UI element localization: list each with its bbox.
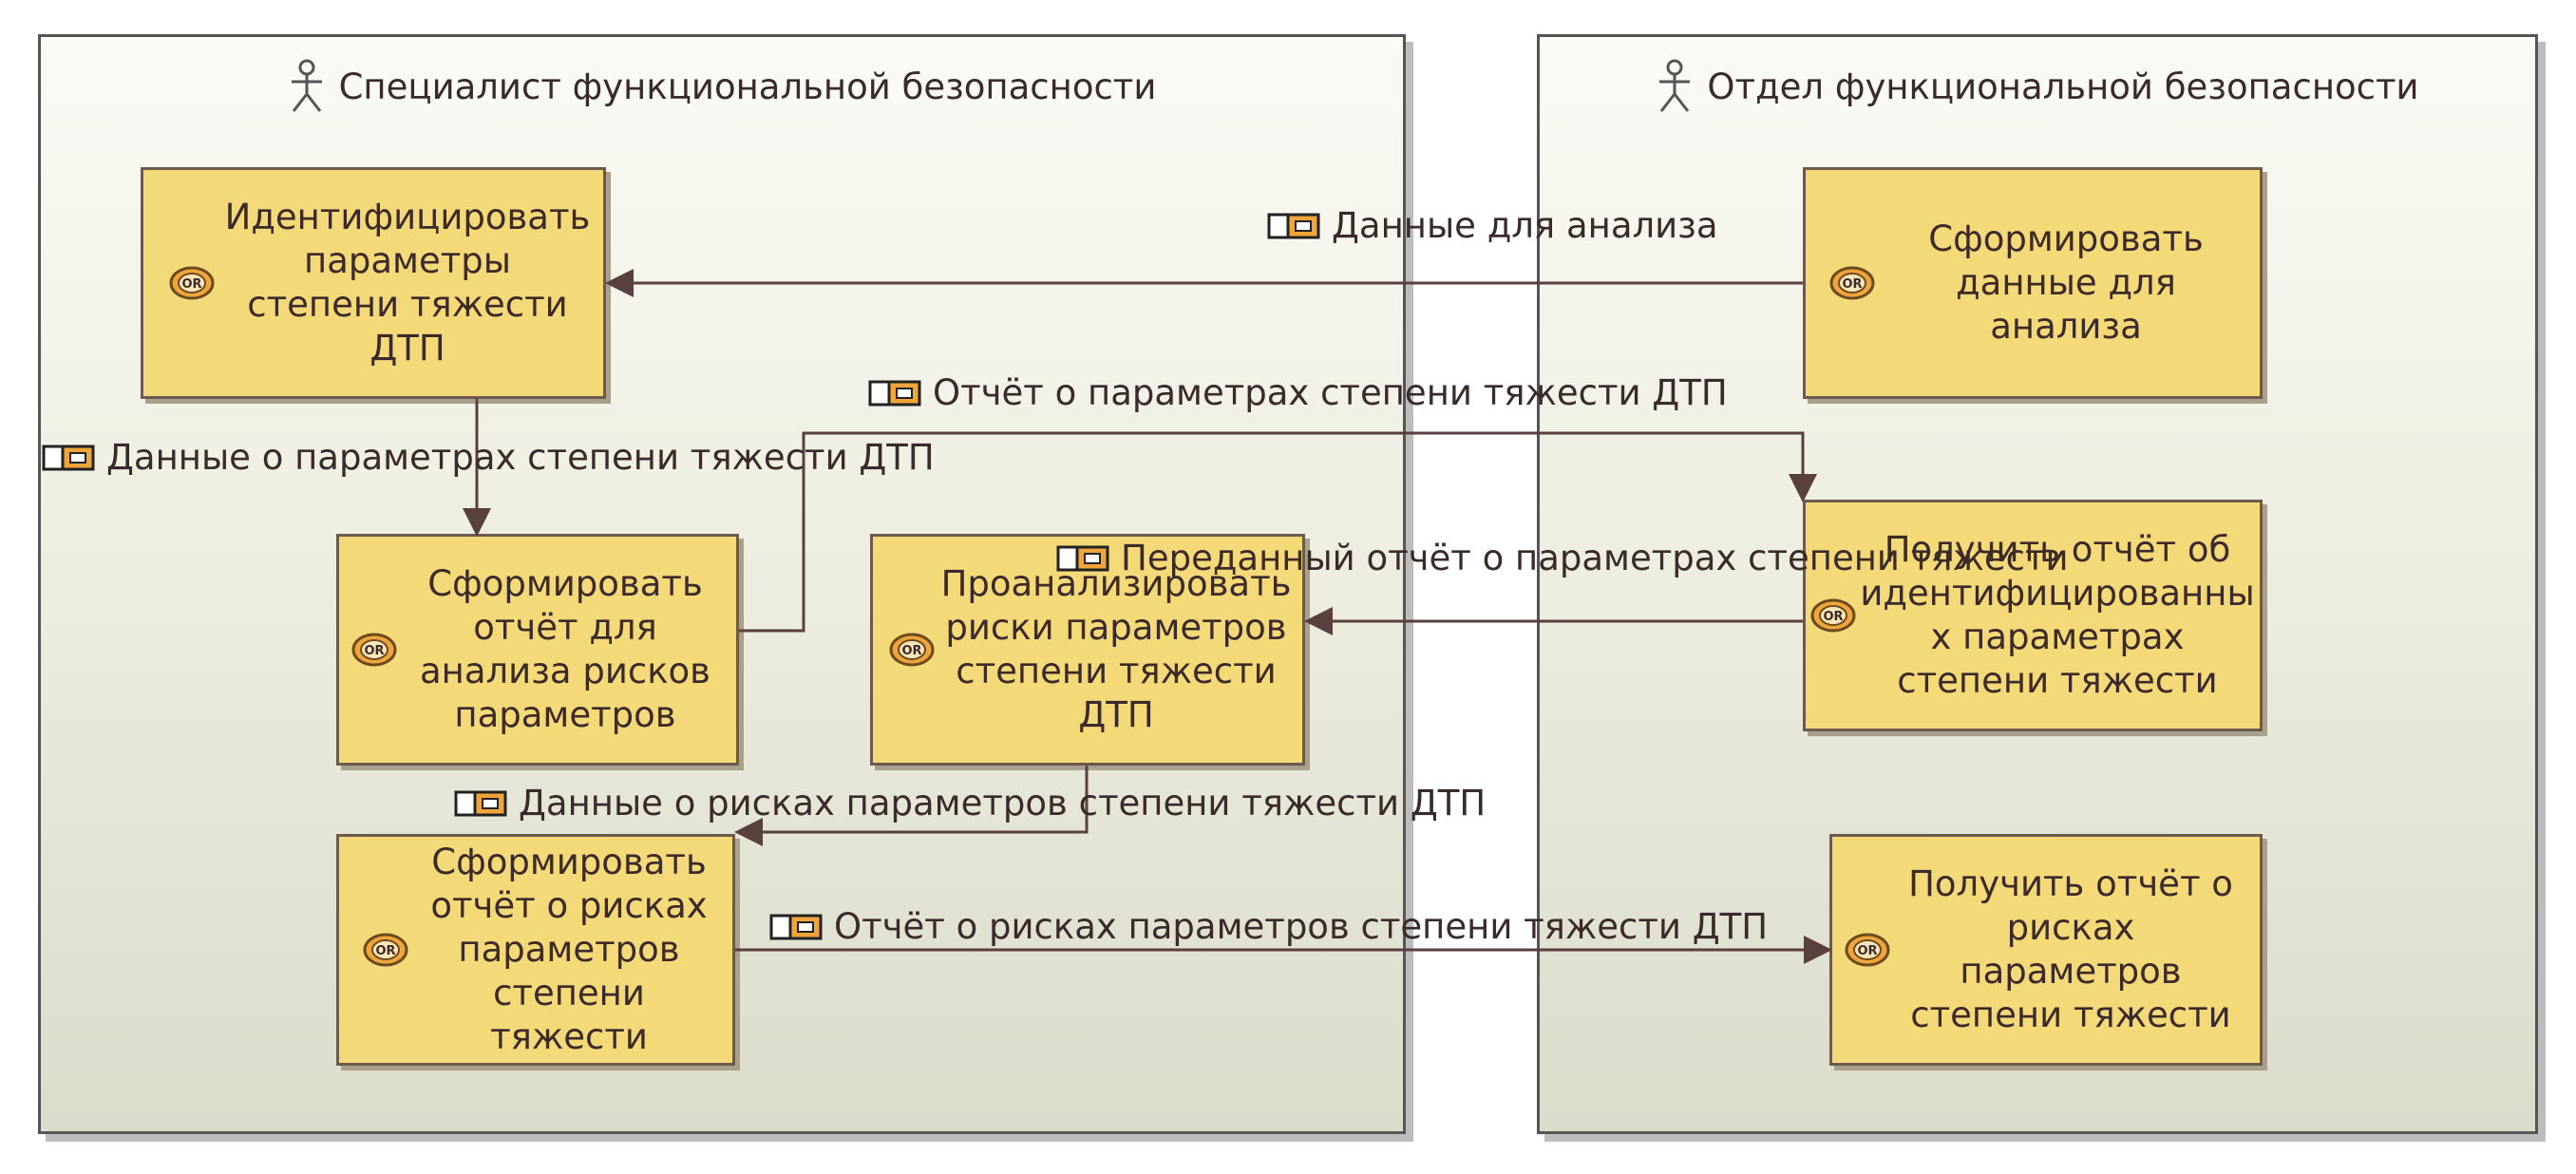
message-icon	[769, 914, 823, 939]
lane-specialist-header: Специалист функциональной безопасности	[41, 58, 1403, 115]
svg-text:OR: OR	[1857, 944, 1877, 958]
flow-params-report-line	[739, 431, 1817, 633]
task-label: Сформировать отчёт о рисках параметров с…	[430, 842, 708, 1057]
lane-department-title: Отдел функциональной безопасности	[1707, 66, 2419, 107]
svg-text:OR: OR	[1842, 277, 1862, 292]
task-form-analysis-report[interactable]: OR Сформировать отчёт для анализа рисков…	[336, 534, 739, 766]
task-identify-parameters[interactable]: OR Идентифицировать параметры степени тя…	[141, 167, 606, 399]
svg-text:OR: OR	[901, 644, 921, 658]
task-label: Проанализировать риски параметров степен…	[940, 563, 1292, 735]
task-receive-risk-report[interactable]: OR Получить отчёт о рисках параметров ст…	[1829, 834, 2263, 1066]
or-task-icon: OR	[1810, 598, 1856, 633]
message-icon	[1267, 213, 1320, 238]
actor-icon	[1659, 59, 1691, 112]
svg-text:OR: OR	[375, 944, 395, 958]
svg-text:OR: OR	[181, 277, 201, 292]
message-icon	[454, 790, 507, 816]
flow-risks-data-line	[734, 766, 1089, 846]
flow-label-risks-data: Данные о рисках параметров степени тяжес…	[454, 783, 1486, 824]
svg-text:OR: OR	[364, 644, 384, 658]
svg-text:OR: OR	[1823, 610, 1843, 624]
flow-label-text: Данные для анализа	[1332, 205, 1718, 246]
actor-icon	[291, 59, 322, 112]
or-task-icon: OR	[889, 633, 935, 667]
flow-label-analysis-data: Данные для анализа	[1267, 205, 1718, 246]
task-label: Получить отчёт о рисках параметров степе…	[1908, 863, 2233, 1035]
task-analyze-risks[interactable]: OR Проанализировать риски параметров сте…	[870, 534, 1305, 766]
message-icon	[1056, 545, 1109, 571]
task-label: Получить отчёт об идентифицированны х па…	[1860, 529, 2255, 701]
flow-label-params-data: Данные о параметрах степени тяжести ДТП	[42, 437, 935, 478]
task-receive-identified-report[interactable]: OR Получить отчёт об идентифицированны х…	[1803, 500, 2263, 731]
lane-department-header: Отдел функциональной безопасности	[1540, 58, 2535, 115]
or-task-icon: OR	[1845, 933, 1890, 967]
task-label: Идентифицировать параметры степени тяжес…	[224, 197, 591, 369]
task-label: Сформировать отчёт для анализа рисков па…	[419, 563, 710, 735]
or-task-icon: OR	[169, 266, 215, 300]
lane-specialist-title: Специалист функциональной безопасности	[338, 66, 1157, 107]
flow-label-risks-report: Отчёт о рисках параметров степени тяжест…	[769, 906, 1768, 947]
flow-label-text: Отчёт о рисках параметров степени тяжест…	[834, 906, 1769, 947]
or-task-icon: OR	[363, 933, 408, 967]
or-task-icon: OR	[1829, 266, 1875, 300]
flow-label-params-report: Отчёт о параметрах степени тяжести ДТП	[868, 372, 1728, 413]
flow-label-text: Отчёт о параметрах степени тяжести ДТП	[933, 372, 1728, 413]
message-icon	[42, 445, 95, 470]
task-label: Сформировать данные для анализа	[1928, 218, 2204, 347]
flow-label-text: Данные о рисках параметров степени тяжес…	[519, 783, 1487, 824]
task-form-risk-report[interactable]: OR Сформировать отчёт о рисках параметро…	[336, 834, 735, 1066]
flow-label-text: Переданный отчёт о параметрах степени тя…	[1121, 538, 2069, 578]
task-form-analysis-data[interactable]: OR Сформировать данные для анализа	[1803, 167, 2263, 399]
flow-label-text: Данные о параметрах степени тяжести ДТП	[106, 437, 935, 478]
or-task-icon: OR	[351, 633, 397, 667]
flow-label-transferred-report: Переданный отчёт о параметрах степени тя…	[1056, 538, 2069, 578]
message-icon	[868, 380, 921, 406]
